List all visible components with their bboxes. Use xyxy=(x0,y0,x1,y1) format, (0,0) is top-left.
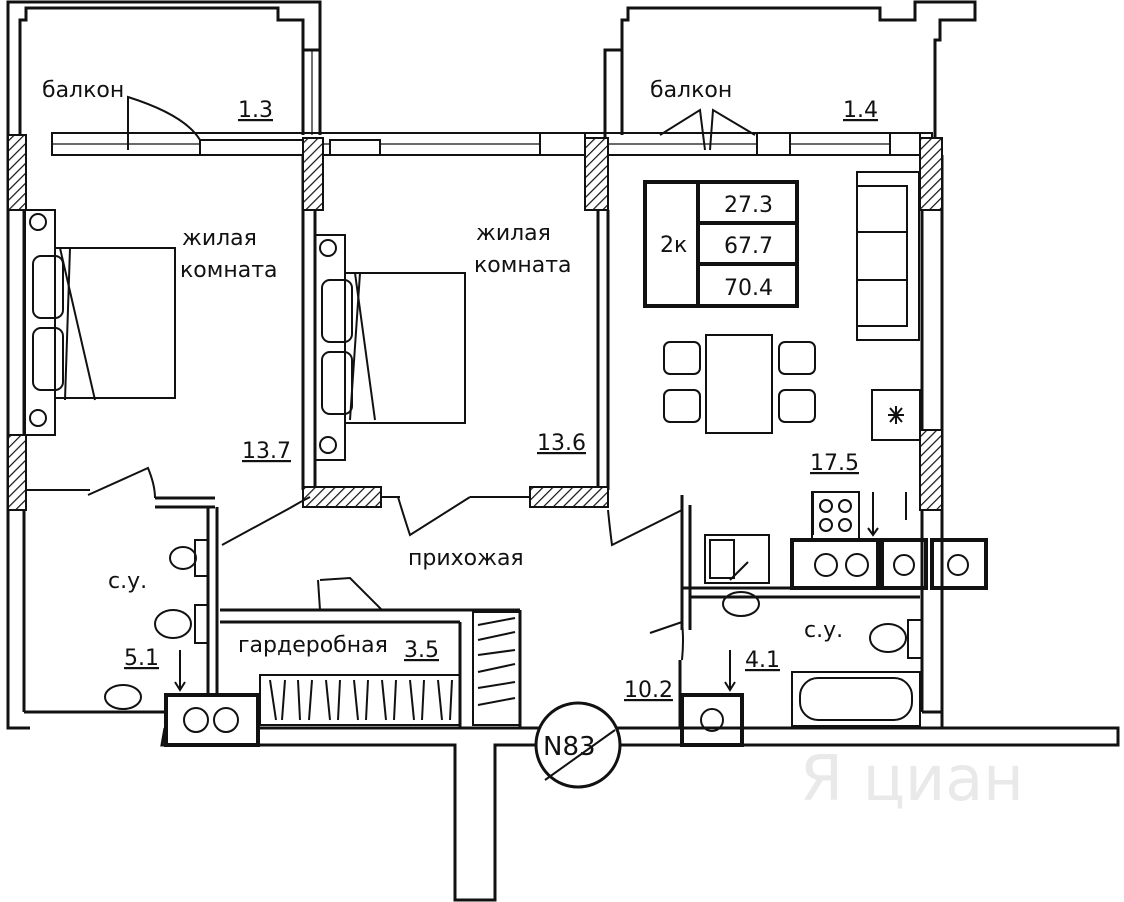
structural-columns xyxy=(7,132,943,511)
hallway-area: 10.2 xyxy=(624,678,673,703)
bathroom-right-label: с.у. xyxy=(804,618,843,643)
hallway-label: прихожая xyxy=(408,546,524,571)
bedroom-left-area: 13.7 xyxy=(242,439,291,464)
balcony-left-label: балкон xyxy=(42,78,124,103)
living-kitchen-area: 17.5 xyxy=(810,451,859,476)
wardrobe-area: 3.5 xyxy=(404,638,439,663)
bedroom-left-label-line1: жилая xyxy=(182,226,257,251)
balcony-right-area: 1.4 xyxy=(843,98,878,123)
wardrobe-label: гардеробная xyxy=(238,633,388,658)
summary-table: 2к 27.3 67.7 70.4 xyxy=(643,180,799,308)
watermark: Я циан xyxy=(800,742,1024,815)
bedroom-mid-label-line1: жилая xyxy=(476,221,551,246)
summary-living-area: 27.3 xyxy=(724,193,773,218)
furniture xyxy=(24,171,988,747)
room-labels: балкон 1.3 балкон 1.4 жилая комната 13.7… xyxy=(42,78,878,703)
balcony-left-area: 1.3 xyxy=(238,98,273,123)
doors xyxy=(87,95,756,661)
bathroom-right-area: 4.1 xyxy=(745,648,780,673)
bathroom-left-area: 5.1 xyxy=(124,646,159,671)
bedroom-mid-area: 13.6 xyxy=(537,431,586,456)
bathroom-left-label: с.у. xyxy=(108,569,147,594)
unit-number-badge: N83 xyxy=(534,701,622,789)
summary-rooms: 2к xyxy=(660,233,687,258)
summary-total-with-balconies: 70.4 xyxy=(724,276,773,301)
balcony-right-label: балкон xyxy=(650,78,732,103)
bedroom-mid-label-line2: комната xyxy=(474,253,572,278)
summary-total-area: 67.7 xyxy=(724,234,773,259)
bedroom-left-label-line2: комната xyxy=(180,258,278,283)
unit-number: N83 xyxy=(543,732,596,762)
